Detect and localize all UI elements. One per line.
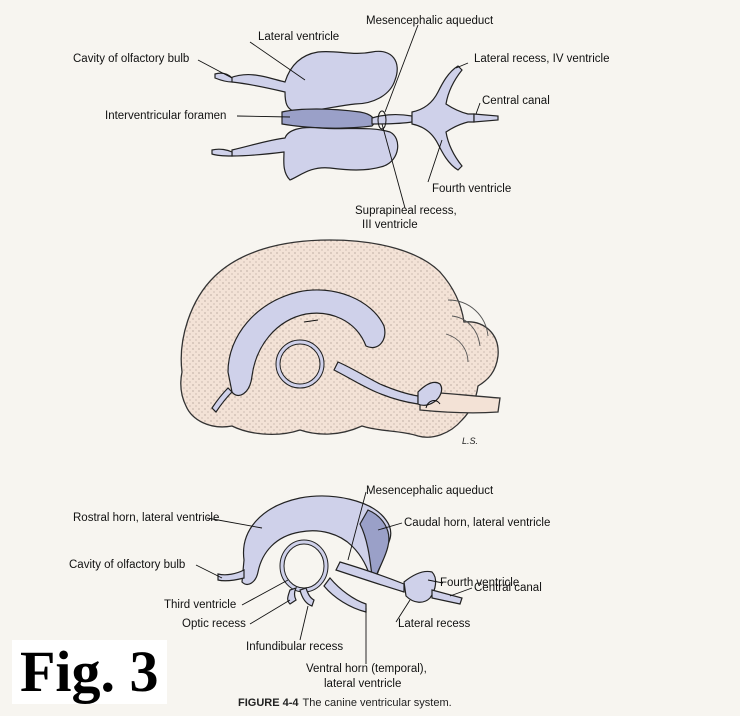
middle-olfactory-stem (211, 387, 233, 413)
label-mesencephalic-aqueduct-bottom: Mesencephalic aqueduct (366, 485, 494, 497)
bottom-labels: Mesencephalic aqueduct Rostral horn, lat… (69, 485, 550, 690)
label-ventral-horn-2: lateral ventricle (324, 678, 401, 690)
label-suprapineal-recess-2: III ventricle (362, 219, 418, 231)
bottom-diagram (217, 495, 463, 613)
bottom-leader-lines (195, 491, 473, 664)
brainstem (419, 391, 501, 414)
bottom-olfactory-stem (217, 569, 245, 582)
label-rostral-horn: Rostral horn, lateral ventricle (73, 512, 219, 524)
top-lateral-ventricle-left (229, 50, 398, 113)
top-interventricular-foramen (281, 108, 375, 129)
label-fourth-ventricle-top: Fourth ventricle (432, 183, 511, 195)
label-ventral-horn-1: Ventral horn (temporal), (306, 663, 427, 675)
label-lateral-recess: Lateral recess (398, 618, 470, 630)
bottom-aqueduct (335, 561, 405, 593)
bottom-caudal-horn-shade (359, 509, 390, 577)
label-optic-recess: Optic recess (182, 618, 246, 630)
label-caudal-horn: Caudal horn, lateral ventricle (404, 517, 550, 529)
flow-arrow-2 (425, 400, 441, 409)
figure-label: Fig. 3 (12, 640, 167, 704)
bottom-optic-recess (287, 586, 298, 605)
label-cavity-olfactory-bulb-top: Cavity of olfactory bulb (73, 53, 189, 65)
middle-diagram: L.S. (180, 239, 501, 446)
label-suprapineal-recess-1: Suprapineal recess, (355, 205, 457, 217)
bottom-central-canal (431, 589, 463, 605)
flow-arrow-1 (303, 319, 319, 323)
label-fourth-ventricle-bottom: Fourth ventricle (440, 577, 519, 589)
label-third-ventricle: Third ventricle (164, 599, 236, 611)
caption-text: The canine ventricular system. (302, 697, 452, 709)
brain-outline (180, 239, 499, 438)
top-leader-lines (197, 24, 481, 209)
top-labels: Lateral ventricle Mesencephalic aqueduct… (73, 15, 610, 231)
top-lateral-ventricle-right (231, 126, 399, 181)
label-lateral-recess-iv: Lateral recess, IV ventricle (474, 53, 610, 65)
bottom-fourth-ventricle (403, 570, 437, 603)
label-central-canal-bottom: Central canal (474, 582, 542, 594)
label-cavity-olfactory-bulb-bottom: Cavity of olfactory bulb (69, 559, 185, 571)
top-olfactory-stem-lower (211, 148, 233, 157)
top-fourth-ventricle (411, 65, 475, 171)
top-olfactory-stem-upper (214, 72, 233, 83)
label-central-canal-top: Central canal (482, 95, 550, 107)
bottom-ventral-horn (323, 577, 367, 613)
middle-fourth-ventricle (417, 381, 443, 406)
top-central-canal (473, 113, 499, 123)
top-diagram (211, 50, 499, 181)
middle-lateral-ventricle (227, 289, 386, 397)
artist-signature: L.S. (462, 436, 478, 446)
label-infundibular-recess: Infundibular recess (246, 641, 343, 653)
cerebellum-folds (445, 299, 489, 363)
bottom-infundibular-recess (299, 587, 315, 607)
top-aqueduct-ring (377, 110, 387, 130)
caption-number: FIGURE 4-4 (238, 697, 299, 709)
label-interventricular-foramen: Interventricular foramen (105, 110, 226, 122)
label-mesencephalic-aqueduct-top: Mesencephalic aqueduct (366, 15, 494, 27)
label-lateral-ventricle: Lateral ventricle (258, 31, 339, 43)
